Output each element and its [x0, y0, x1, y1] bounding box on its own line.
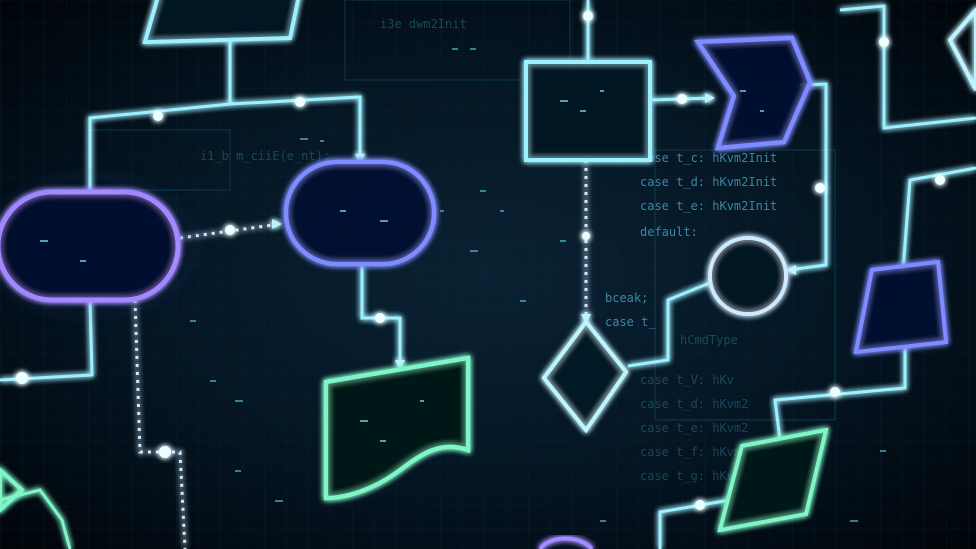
- connector-line: [773, 345, 907, 441]
- code-line: hCmdType: [680, 333, 738, 347]
- junction-dot: [153, 111, 163, 121]
- flowchart-decision: [541, 318, 629, 434]
- arrowhead: [355, 154, 365, 164]
- junction-dot: [830, 387, 840, 397]
- junction-dot: [677, 94, 687, 104]
- arrowhead: [786, 265, 796, 275]
- dotted-connector: [133, 299, 187, 549]
- code-line: case t_V: hKv: [640, 373, 734, 387]
- connector-line: [901, 166, 976, 271]
- connector-line: [0, 488, 72, 549]
- flowchart-parallelogram-bottom: [717, 427, 829, 533]
- connector-line: [658, 498, 731, 549]
- connector-line: [88, 38, 232, 192]
- code-line: case t_c: hKvm2Init: [640, 151, 777, 165]
- connector-line: [229, 95, 362, 160]
- flowchart-manual-operation: [853, 259, 949, 355]
- flowchart-shape-bottom-center: [538, 536, 594, 549]
- arrowhead: [705, 93, 715, 103]
- connector-line: [839, 4, 976, 130]
- connector-line: [787, 82, 828, 272]
- arrowheads: [272, 93, 796, 370]
- junction-dot: [225, 225, 235, 235]
- code-text-layer: i1_b m_ciiE(e_nt); i3e dwm2Init case t_c…: [200, 17, 777, 483]
- junction-dot: [375, 313, 385, 323]
- connector-line: [0, 299, 94, 382]
- junction-dot: [815, 183, 825, 193]
- code-line: bceak;: [605, 291, 648, 305]
- junction-dot: [295, 97, 305, 107]
- code-line: case t_e: hKvm2Init: [640, 199, 777, 213]
- arrowhead: [395, 360, 405, 370]
- junction-dot: [935, 175, 945, 185]
- flowchart-shape-bottom-left-cropped: [0, 467, 25, 513]
- code-line: case t_g: hKvm2: [640, 469, 748, 483]
- junction-dots: [16, 11, 945, 510]
- flowchart-shape-right-cropped: [947, 6, 976, 91]
- flowchart-terminator-middle: [283, 159, 437, 267]
- junction-dot: [695, 500, 705, 510]
- flowchart-process-top: [524, 60, 652, 162]
- code-line: case t_d: hKvm2: [640, 397, 748, 411]
- flowchart-parallelogram-top: [142, 0, 300, 45]
- code-line: default:: [640, 225, 698, 239]
- data-specks: [190, 48, 886, 522]
- junction-dot: [16, 372, 28, 384]
- flowchart-document: [323, 355, 471, 501]
- code-line: case t_e: hKvm2: [640, 421, 748, 435]
- junction-dot: [879, 37, 889, 47]
- flowchart-terminator-left: [0, 189, 181, 303]
- code-line: i3e dwm2Init: [380, 17, 467, 31]
- code-line: case t_d: hKvm2Init: [640, 175, 777, 189]
- junction-dot: [582, 232, 590, 240]
- arrowhead: [272, 219, 282, 229]
- flowchart-chevron: [693, 35, 813, 151]
- flowchart-circle: [708, 236, 788, 316]
- shape-inner-specks: [40, 90, 764, 442]
- junction-dot: [159, 446, 171, 458]
- code-line: i1_b m_ciiE(e_nt);: [200, 149, 330, 163]
- code-line: case t_: [605, 315, 656, 329]
- code-line: case t_f: hKvm2: [640, 445, 748, 459]
- terminator-halo: [0, 175, 196, 317]
- connector-line: [627, 280, 713, 368]
- junction-dot: [583, 11, 593, 21]
